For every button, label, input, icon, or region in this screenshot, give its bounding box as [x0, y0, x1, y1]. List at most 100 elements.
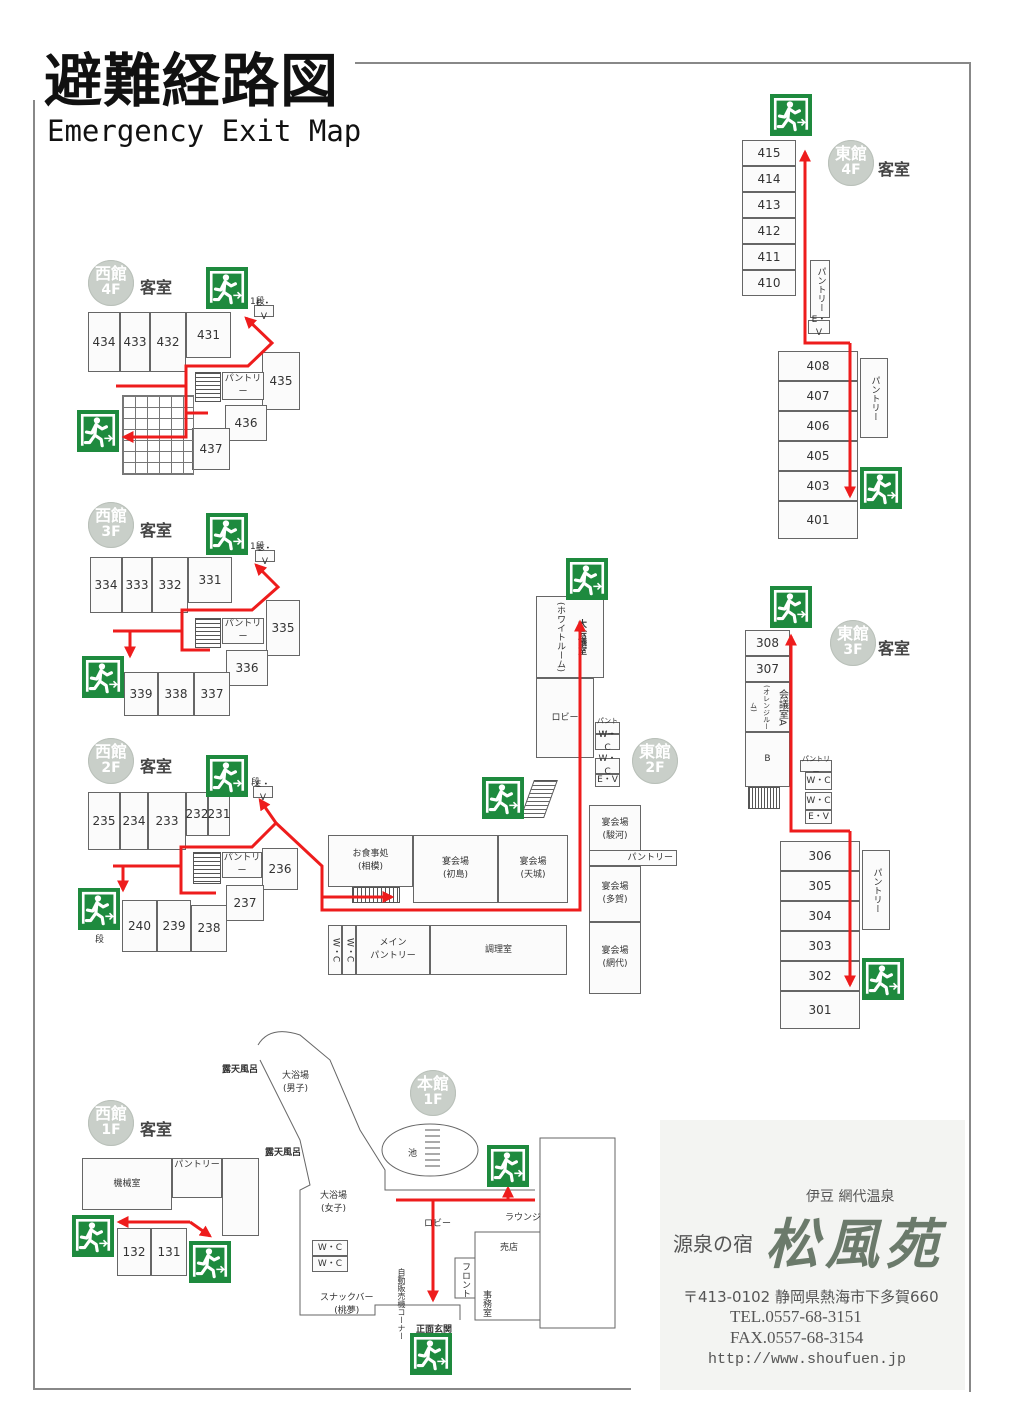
room-336: 336 — [226, 650, 268, 686]
label-guest-rooms: 客室 — [140, 1120, 173, 1139]
pantry: パントリー — [589, 850, 677, 866]
room-kitchen: 調理室 — [430, 925, 567, 975]
room-237: 237 — [226, 885, 264, 921]
room-303: 303 — [780, 931, 860, 961]
pantry: パントリー — [172, 1158, 222, 1198]
room-406: 406 — [778, 411, 858, 441]
room-401: 401 — [778, 501, 858, 539]
pantry: パントリー — [862, 850, 890, 930]
room-337: 337 — [194, 672, 230, 716]
restroom: W・C — [328, 925, 342, 975]
label-bath-men: 大浴場 (男子) — [282, 1071, 310, 1094]
room-239: 239 — [157, 900, 191, 952]
label-guest-rooms: 客室 — [878, 639, 911, 658]
room-banquet-ajiro: 宴会場 (網代) — [589, 922, 641, 994]
frame-left-line — [33, 100, 35, 1390]
exit-sign-icon — [78, 888, 120, 930]
label-snack-bar: スナックバー (桃夢) — [320, 1293, 374, 1316]
label-shop: 売店 — [500, 1243, 519, 1253]
logo-name: 松風苑 — [765, 1212, 945, 1276]
exit-sign-icon — [860, 467, 902, 509]
page-subtitle: Emergency Exit Map — [47, 114, 362, 148]
label-guest-rooms: 客室 — [140, 521, 173, 540]
label-guest-rooms: 客室 — [140, 757, 173, 776]
exit-sign-icon — [482, 777, 524, 819]
pantry: パントリー — [860, 358, 888, 438]
restroom: W・C — [312, 1256, 348, 1272]
room-407: 407 — [778, 381, 858, 411]
room-339: 339 — [124, 672, 158, 716]
restroom: W・C — [312, 1240, 348, 1256]
room-305: 305 — [780, 871, 860, 901]
logo-url[interactable]: http://www.shoufuen.jp — [708, 1351, 907, 1368]
exit-sign-icon — [82, 656, 124, 698]
room-434: 434 — [88, 312, 120, 372]
exit-sign-icon — [206, 267, 248, 309]
label-front-desk: フロント — [460, 1262, 470, 1298]
room-414: 414 — [742, 166, 796, 192]
exit-sign-icon — [206, 513, 248, 555]
label-office: 事務室 — [481, 1290, 491, 1317]
west1f-annex — [222, 1158, 259, 1236]
frame-bottom-line — [33, 1388, 631, 1390]
room-338: 338 — [158, 672, 194, 716]
exit-sign-icon — [410, 1333, 452, 1375]
label-pond: 池 — [408, 1149, 418, 1159]
room-408: 408 — [778, 351, 858, 381]
exit-sign-icon — [77, 410, 119, 452]
east4f-lower-rooms: 408 407 406 405 403 401 — [778, 351, 858, 539]
one-step-label: 1段 — [250, 542, 265, 552]
exit-sign-icon — [487, 1145, 529, 1187]
exit-sign-icon — [72, 1215, 114, 1257]
label-lobby: ロビー — [424, 1219, 452, 1229]
exit-sign-icon — [862, 958, 904, 1000]
label-lounge: ラウンジ — [505, 1213, 542, 1223]
room-301: 301 — [780, 991, 860, 1029]
label-guest-rooms: 客室 — [878, 160, 911, 179]
stairs — [748, 787, 780, 809]
label-guest-rooms: 客室 — [140, 278, 173, 297]
one-step-label: 1段 — [250, 297, 265, 307]
frame-top-line — [355, 62, 970, 64]
room-410: 410 — [742, 270, 796, 296]
room-131: 131 — [151, 1228, 187, 1276]
restroom: W・C — [595, 754, 620, 777]
room-436: 436 — [225, 405, 267, 441]
elevator: E・V — [595, 774, 620, 787]
label-bath-women: 大浴場 (女子) — [320, 1191, 348, 1214]
room-240: 240 — [122, 900, 157, 952]
room-411: 411 — [742, 244, 796, 270]
step-label: 段 — [251, 778, 261, 788]
logo-address: 〒413-0102 静岡県熱海市下多賀660 — [683, 1288, 939, 1306]
room-437: 437 — [192, 428, 230, 470]
room-413: 413 — [742, 192, 796, 218]
room-238: 238 — [191, 905, 227, 952]
restroom: W・C — [595, 730, 620, 753]
logo-tel: TEL.0557-68-3151 — [730, 1307, 862, 1326]
label-outdoor-bath: 露天風呂 — [265, 1148, 302, 1158]
frame-right-line — [969, 62, 971, 1392]
room-conference-b: B — [745, 732, 790, 787]
page-title: 避難経路図 — [44, 47, 340, 115]
hotel-logo-panel — [660, 1120, 965, 1390]
room-304: 304 — [780, 901, 860, 931]
logo-fax: FAX.0557-68-3154 — [730, 1328, 864, 1347]
room-banquet-suruga: 宴会場 (駿河) — [589, 805, 641, 855]
logo-region: 伊豆 網代温泉 — [806, 1189, 895, 1205]
room-415: 415 — [742, 140, 796, 166]
exit-sign-icon — [770, 94, 812, 136]
exit-sign-icon — [189, 1241, 231, 1283]
step-label: 段 — [95, 935, 105, 945]
label-vending-corner: 自動販売機コーナー — [397, 1268, 406, 1340]
room-main-pantry: メイン パントリー — [356, 925, 430, 975]
exit-sign-icon — [566, 558, 608, 600]
room-banquet-taga: 宴会場 (多賀) — [589, 866, 641, 922]
label-outdoor-bath: 露天風呂 — [222, 1065, 259, 1075]
exit-sign-icon — [770, 586, 812, 628]
